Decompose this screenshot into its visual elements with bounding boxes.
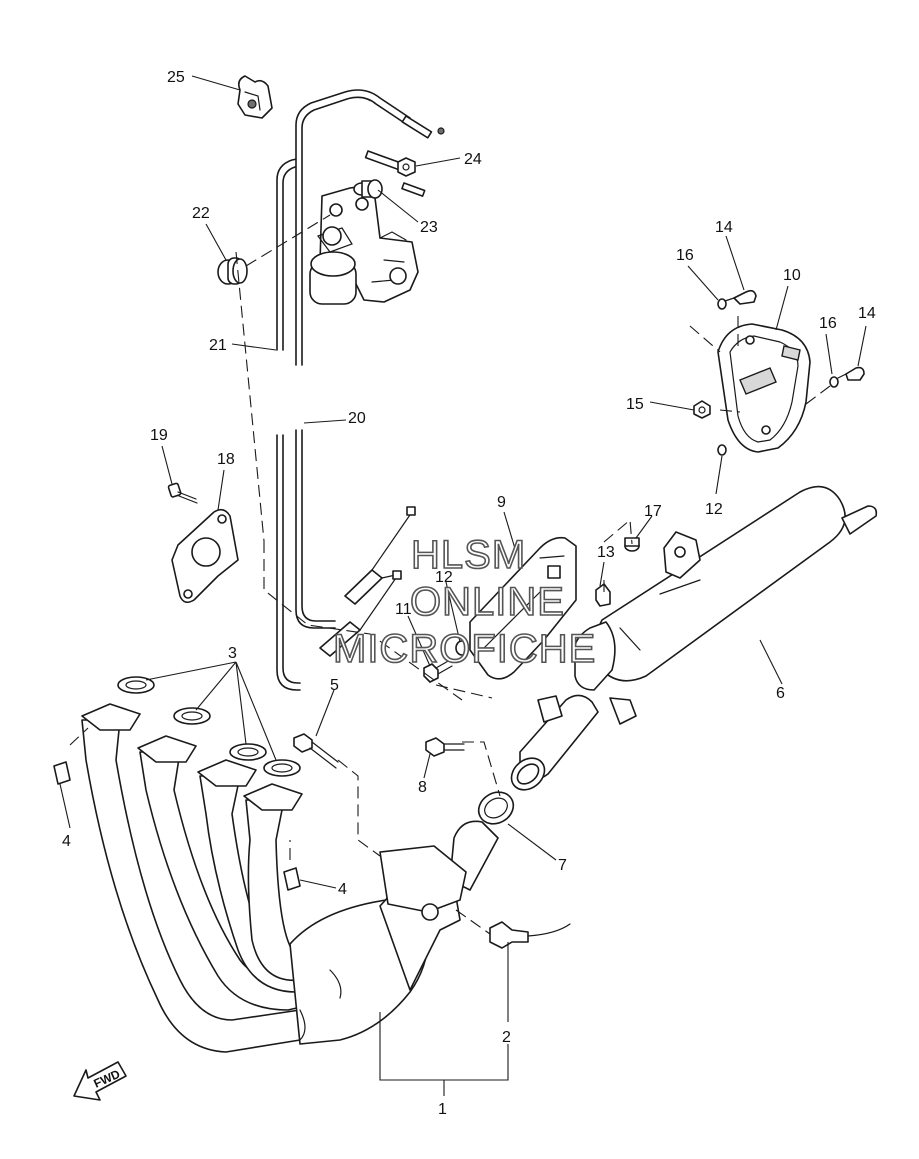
- cable-clamp-25: [237, 75, 273, 119]
- leader-lines: [59, 75, 867, 1096]
- protector-10: [717, 323, 811, 453]
- washer-12b: [717, 444, 727, 456]
- watermark-line2: ONLINE: [410, 580, 565, 624]
- bolt-8: [425, 737, 465, 757]
- reference-lines: [69, 214, 831, 935]
- callout-14b: 14: [858, 305, 876, 322]
- throttle-cable-20: [295, 89, 411, 629]
- callout-9: 9: [497, 494, 506, 511]
- collar-23: [353, 179, 383, 199]
- exhaust-header-pipes: [81, 719, 499, 1053]
- callout-18: 18: [217, 451, 235, 468]
- bolt-11: [423, 659, 453, 683]
- nut-24: [397, 157, 416, 177]
- callout-10: 10: [783, 267, 801, 284]
- callout-19: 19: [150, 427, 168, 444]
- washer-16a: [717, 298, 727, 310]
- callout-22: 22: [192, 205, 210, 222]
- bolt-5: [293, 733, 339, 769]
- callout-1: 1: [438, 1101, 447, 1118]
- callout-12a: 12: [435, 569, 453, 586]
- bracket-18: [171, 508, 239, 604]
- exhaust-servo-motor: [309, 186, 419, 305]
- callout-13: 13: [597, 544, 615, 561]
- callout-14a: 14: [715, 219, 733, 236]
- cover-9: [469, 536, 577, 680]
- bolt-14a: [721, 289, 757, 305]
- callout-20: 20: [348, 410, 366, 427]
- exhaust-flanges: [81, 703, 303, 811]
- nut-15: [693, 400, 711, 419]
- bolt-19: [167, 482, 198, 504]
- oxygen-sensor-2: [489, 921, 571, 949]
- watermark-line3: MICROFICHE: [333, 627, 596, 671]
- callout-6: 6: [776, 685, 785, 702]
- callout-15: 15: [626, 396, 644, 413]
- callout-7: 7: [558, 857, 567, 874]
- callout-3: 3: [228, 645, 237, 662]
- callout-5: 5: [330, 677, 339, 694]
- gasket-7: [477, 791, 515, 825]
- callout-23: 23: [420, 219, 438, 236]
- callout-24: 24: [464, 151, 482, 168]
- callout-25: 25: [167, 69, 185, 86]
- callout-2: 2: [502, 1029, 511, 1046]
- fwd-direction-arrow: FWD: [73, 1061, 127, 1101]
- watermark-line1: HLSM: [411, 533, 526, 577]
- fwd-label: FWD: [92, 1067, 123, 1091]
- bolt-14b: [837, 366, 865, 381]
- flange-gaskets-3: [117, 676, 301, 777]
- washer-12a: [455, 640, 469, 656]
- callout-labels: 25 24 23 22 21 20 19 18 14 16 10 14 16 1…: [62, 69, 876, 1118]
- grommet-22: [217, 257, 248, 285]
- callout-16b: 16: [819, 315, 837, 332]
- callout-4b: 4: [338, 881, 347, 898]
- callout-17: 17: [644, 503, 662, 520]
- muffler-6: [573, 485, 878, 691]
- watermark: HLSM ONLINE MICROFICHE: [332, 532, 596, 672]
- nut-4-right: [283, 867, 301, 891]
- callout-16a: 16: [676, 247, 694, 264]
- callout-11: 11: [395, 601, 412, 618]
- nut-4-left: [53, 761, 71, 785]
- cable-end-fittings: [319, 115, 445, 657]
- connector-pipe: [510, 694, 637, 791]
- callout-8: 8: [418, 779, 427, 796]
- callout-4a: 4: [62, 833, 71, 850]
- washer-16b: [829, 376, 839, 388]
- callout-21: 21: [209, 337, 227, 354]
- callout-12b: 12: [705, 501, 723, 518]
- damper-13: [595, 583, 611, 607]
